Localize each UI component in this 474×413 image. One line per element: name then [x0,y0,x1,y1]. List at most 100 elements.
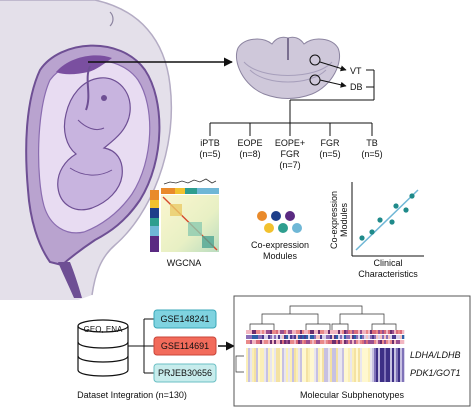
heatmap-cell [296,348,299,382]
heatmap-cell [394,348,397,382]
annotation-cell [298,340,301,344]
heatmap-cell [298,348,301,382]
heatmap-cell [350,348,353,382]
annotation-cell [320,330,323,334]
annotation-cell [366,340,369,344]
annotation-cell [358,335,361,339]
heatmap-cell [314,348,317,382]
dataset-id: PRJEB30656 [158,368,212,378]
group-name: FGR [321,138,340,148]
scatter-point [377,217,383,223]
annotation-cell [374,340,377,344]
annotation-cell [350,335,353,339]
annotation-cell [272,330,275,334]
annotation-cell [400,340,403,344]
annotation-cell [314,330,317,334]
heatmap-cell [306,348,309,382]
gene-label-pdk1-got1: PDK1/GOT1 [410,368,461,378]
annotation-cell [360,330,363,334]
module-dots: Co-expression Modules [251,211,309,261]
annotation-cell [380,335,383,339]
annotation-cell [336,335,339,339]
heatmap-cell [326,348,329,382]
annotation-cell [346,335,349,339]
subphenotypes-caption: Molecular Subphenotypes [300,390,405,400]
annotation-cell [362,335,365,339]
annotation-cell [308,330,311,334]
scatter-point [369,229,375,235]
trend-line [355,189,419,251]
annotation-cell [290,330,293,334]
annotation-cell [390,330,393,334]
heatmap-cell [272,348,275,382]
heatmap-cell [320,348,323,382]
heatmap-cell [364,348,367,382]
heatmap-cell [358,348,361,382]
annotation-cell [288,340,291,344]
heatmap-cell [402,348,405,382]
heatmap-cell [310,348,313,382]
annotation-cell [380,330,383,334]
annotation-cell [372,330,375,334]
annotation-cell [350,340,353,344]
heatmap-cell [312,348,315,382]
annotation-cell [360,340,363,344]
heatmap-cell [260,348,263,382]
annotation-cell [306,335,309,339]
annotation-cell [378,335,381,339]
annotation-cell [330,340,333,344]
annotation-cell [362,340,365,344]
annotation-cell [388,340,391,344]
annotation-cell [334,335,337,339]
annotation-cell [316,330,319,334]
annotation-cell [342,330,345,334]
module-dot [271,211,281,221]
annotation-cell [402,335,405,339]
heatmap-cell [256,348,259,382]
annotation-cell [356,335,359,339]
heatmap-cell [352,348,355,382]
annotation-cell [292,340,295,344]
annotation-cell [318,335,321,339]
annotation-cell [324,335,327,339]
annotation-cell [338,330,341,334]
heatmap-cell [370,348,373,382]
annotation-cell [266,340,269,344]
annotation-cell [366,335,369,339]
scatter-point [409,193,415,199]
placenta-cross-section [236,36,340,99]
annotation-cell [374,330,377,334]
subphenotype-dendrogram [249,305,397,330]
group-name: TB [366,138,378,148]
annotation-cell [344,340,347,344]
annotation-cell [300,330,303,334]
annotation-cell [354,330,357,334]
annotation-cell [322,340,325,344]
dataset-caption: Dataset Integration (n=130) [77,390,187,400]
annotation-cell [352,330,355,334]
annotation-cell [358,330,361,334]
annotation-cell [282,335,285,339]
heatmap-cell [252,348,255,382]
annotation-cell [368,335,371,339]
heatmap-cell [250,348,253,382]
annotation-cell [264,335,267,339]
heatmap-cell [340,348,343,382]
heatmap-cell [284,348,287,382]
vt-arrow [319,61,347,72]
annotation-cell [324,340,327,344]
annotation-cell [328,340,331,344]
annotation-cell [400,330,403,334]
annotation-cell [396,340,399,344]
annotation-cell [246,335,249,339]
annotation-cell [296,340,299,344]
annotation-cell [356,340,359,344]
heatmap-cell [304,348,307,382]
annotation-cell [332,335,335,339]
annotation-cell [370,340,373,344]
annotation-cell [358,340,361,344]
scatter-point [403,207,409,213]
annotation-cell [248,330,251,334]
annotation-cell [304,335,307,339]
heatmap-cell [332,348,335,382]
